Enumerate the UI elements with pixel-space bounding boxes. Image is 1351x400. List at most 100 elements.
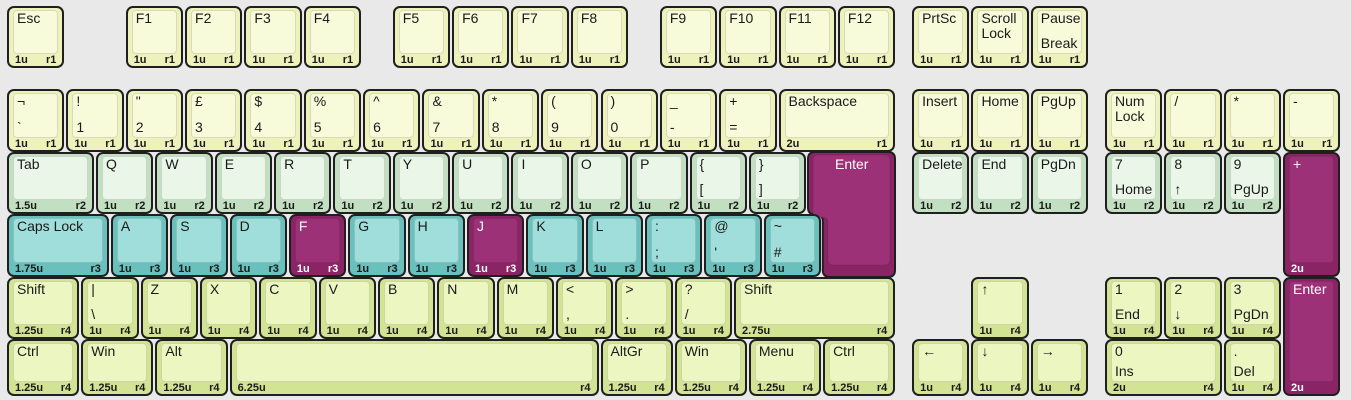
key-np-add[interactable]: +2u [1283, 151, 1341, 277]
key-enter-iso[interactable]: Enter [807, 150, 897, 278]
